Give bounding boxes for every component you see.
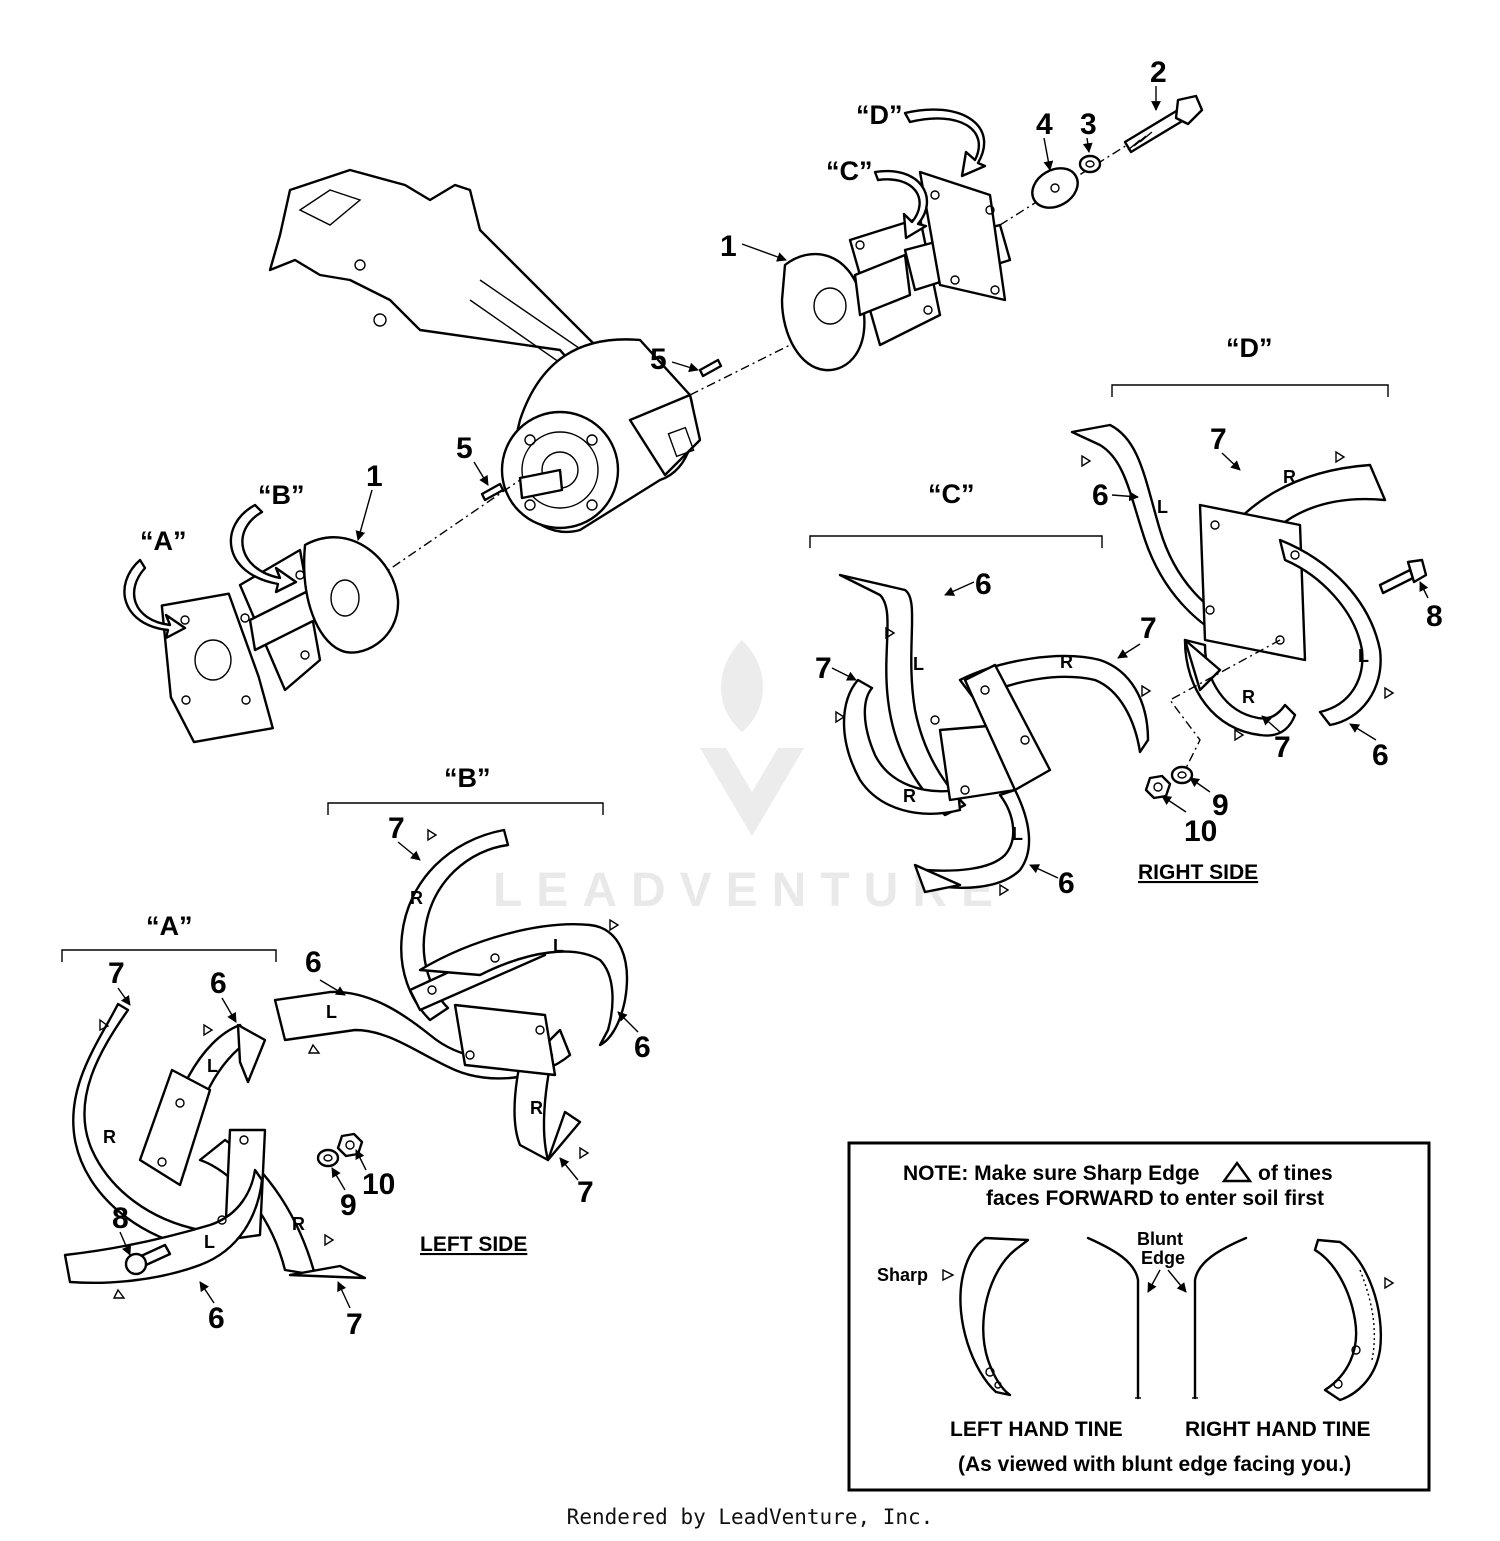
callout-10-right: 10: [1184, 815, 1217, 848]
note-line-2: faces FORWARD to enter soil first: [986, 1187, 1324, 1210]
right-side-label: RIGHT SIDE: [1138, 861, 1258, 884]
group-label-a-upper: “A”: [140, 526, 187, 556]
group-label-c-upper: “C”: [826, 156, 873, 186]
tine-letters: L R L R R L L R L R R L L R L R: [103, 467, 1369, 1252]
callout-8-right: 8: [1426, 600, 1443, 633]
tine-group-c: [809, 535, 1150, 894]
left-side-label: LEFT SIDE: [420, 1233, 527, 1256]
note-line-1: NOTE: Make sure Sharp Edge: [903, 1162, 1199, 1185]
right-hand-tine-label: RIGHT HAND TINE: [1185, 1418, 1371, 1441]
tine-letter: R: [903, 786, 916, 806]
left-hand-tine-sketch: [959, 1236, 1030, 1397]
callout-6: 6: [1092, 479, 1109, 512]
callout-5-lower: 5: [456, 432, 473, 465]
callout-8-left: 8: [112, 1202, 129, 1235]
callout-7: 7: [577, 1176, 594, 1209]
right-tine-edge-sketch: [1193, 1236, 1248, 1400]
tine-letter: L: [913, 654, 924, 674]
watermark-text: LEADVENTURE: [493, 864, 1007, 917]
tine-letter: R: [530, 1098, 543, 1118]
callout-6: 6: [634, 1031, 651, 1064]
pin-part-5-upper: [698, 358, 723, 378]
rendered-by-credit: Rendered by LeadVenture, Inc.: [566, 1505, 934, 1529]
group-label-d: “D”: [1226, 333, 1273, 363]
callout-9-left: 9: [340, 1189, 357, 1222]
group-labels: “A” “B” “C” “D” “A” “B” “C” “D”: [140, 100, 1273, 941]
sharp-edge-triangle-icon: [1221, 1160, 1253, 1183]
callout-7: 7: [388, 812, 405, 845]
nut-part-10-left: [336, 1132, 364, 1158]
tine-group-a: [61, 949, 367, 1285]
tine-letter: R: [292, 1214, 305, 1234]
group-label-b: “B”: [444, 763, 491, 793]
callout-9-right: 9: [1212, 789, 1229, 822]
callout-1-right: 1: [720, 230, 737, 263]
tine-letter: R: [1283, 467, 1296, 487]
callout-6: 6: [305, 946, 322, 979]
left-tine-edge-sketch: [1086, 1236, 1140, 1400]
group-label-b-upper: “B”: [258, 480, 305, 510]
callout-6: 6: [1372, 739, 1389, 772]
callout-6: 6: [210, 967, 227, 1000]
callout-6: 6: [1058, 867, 1075, 900]
tine-letter: L: [326, 1002, 337, 1022]
tine-letter: L: [553, 936, 564, 956]
sharp-label: Sharp: [877, 1265, 928, 1285]
group-label-c: “C”: [928, 479, 975, 509]
sharp-edge-markers: [99, 450, 1395, 1299]
group-label-d-upper: “D”: [856, 100, 903, 130]
lockwasher-part-9-left: [316, 1148, 340, 1168]
tine-letter: L: [1157, 497, 1168, 517]
transmission-housing: [268, 168, 702, 534]
callout-3: 3: [1080, 108, 1097, 141]
callout-1-left: 1: [366, 460, 383, 493]
group-label-a: “A”: [146, 911, 193, 941]
callout-4: 4: [1036, 108, 1053, 141]
blunt-label-2: Edge: [1141, 1248, 1185, 1268]
note-line-1-end: of tines: [1258, 1162, 1333, 1185]
watermark: LEADVENTURE: [493, 640, 1007, 917]
tine-letter: L: [1358, 646, 1369, 666]
callout-5-upper: 5: [650, 343, 667, 376]
lockwasher-part-9-right: [1170, 765, 1194, 785]
callout-6: 6: [208, 1302, 225, 1335]
leader-lines: [117, 86, 1429, 1309]
right-hub-assembly: [780, 170, 1012, 372]
callout-7: 7: [815, 652, 832, 685]
tine-group-d: [1070, 384, 1428, 781]
tine-letter: R: [1060, 652, 1073, 672]
callout-2: 2: [1150, 56, 1167, 89]
tine-letter: R: [103, 1127, 116, 1147]
callout-10-left: 10: [362, 1168, 395, 1201]
callout-numbers: 2 4 3 1 5 5 1 7 6 7 6 6 7 8 9 10 6 7 6 7…: [108, 56, 1443, 1341]
group-arrows: [123, 108, 987, 640]
note-box: NOTE: Make sure Sharp Edge of tines face…: [847, 1141, 1431, 1492]
callout-7: 7: [1210, 423, 1227, 456]
tine-letter: L: [207, 1056, 218, 1076]
callout-7: 7: [1274, 731, 1291, 764]
blunt-label-1: Blunt: [1137, 1229, 1183, 1249]
tine-letter: R: [410, 888, 423, 908]
pin-part-5-lower: [480, 482, 505, 502]
callout-6: 6: [975, 568, 992, 601]
left-hand-tine-label: LEFT HAND TINE: [950, 1418, 1123, 1441]
washer-part-4: [1031, 167, 1079, 209]
lockwasher-part-3: [1078, 154, 1102, 174]
tine-letter: L: [204, 1232, 215, 1252]
left-hub-assembly: [160, 536, 400, 744]
nut-part-10-right: [1144, 774, 1172, 800]
tine-group-b: [273, 802, 629, 1162]
callout-7: 7: [346, 1308, 363, 1341]
viewing-note: (As viewed with blunt edge facing you.): [958, 1453, 1351, 1476]
callout-7: 7: [1140, 612, 1157, 645]
tine-letter: R: [1242, 687, 1255, 707]
callout-7: 7: [108, 957, 125, 990]
bolt-part-2: [1123, 94, 1204, 154]
tine-letter: L: [1012, 824, 1023, 844]
